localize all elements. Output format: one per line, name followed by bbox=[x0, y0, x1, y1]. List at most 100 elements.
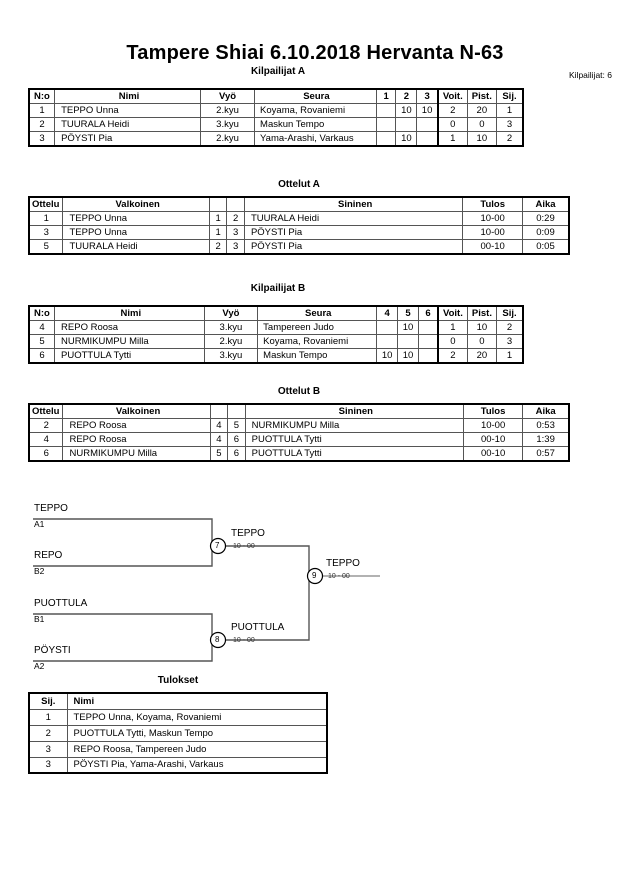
col-name: Nimi bbox=[54, 88, 201, 104]
col-rank: Sij. bbox=[495, 88, 524, 104]
cell-result: 00-10 bbox=[462, 432, 524, 447]
cell-no: 2 bbox=[28, 117, 56, 132]
bracket-node-label-8: 8 bbox=[215, 635, 220, 644]
matches-b-table: Ottelu Valkoinen Sininen Tulos Aika 2 RE… bbox=[28, 403, 570, 462]
cell-opp-3 bbox=[416, 131, 439, 147]
cell-rank: 2 bbox=[28, 724, 68, 742]
bracket-seed-name-1: TEPPO bbox=[34, 503, 68, 514]
cell-wins: 2 bbox=[436, 103, 468, 118]
cell-white-no: 5 bbox=[209, 446, 229, 462]
cell-time: 1:39 bbox=[522, 432, 570, 447]
bracket-score-9: 10 - 00 bbox=[328, 573, 350, 580]
cell-points: 0 bbox=[466, 334, 498, 349]
col-white: Valkoinen bbox=[62, 403, 211, 419]
table-row: 1 TEPPO Unna 1 2 TUURALA Heidi 10-00 0:2… bbox=[28, 211, 570, 226]
cell-white: NURMIKUMPU Milla bbox=[62, 446, 211, 462]
section-heading-pool-a: Kilpailijat A bbox=[250, 66, 306, 77]
cell-blue: PUOTTULA Tytti bbox=[244, 446, 464, 462]
cell-club: Maskun Tempo bbox=[254, 117, 377, 132]
cell-time: 0:57 bbox=[522, 446, 570, 462]
cell-blue-no: 5 bbox=[227, 418, 246, 433]
col-blue-no bbox=[227, 403, 246, 419]
cell-result: 10-00 bbox=[462, 418, 524, 433]
col-match-no: Ottelu bbox=[28, 403, 64, 419]
cell-wins: 2 bbox=[436, 348, 468, 364]
cell-opp-5: 10 bbox=[397, 320, 419, 335]
pool-a-table: N:o Nimi Vyö Seura 1 2 3 Voit. Pist. Sij… bbox=[28, 88, 524, 147]
cell-name: PUOTTULA Tytti bbox=[54, 348, 205, 364]
bracket-score-8: 10 - 00 bbox=[233, 637, 255, 644]
cell-points: 10 bbox=[466, 320, 498, 335]
cell-club: Koyama, Rovaniemi bbox=[254, 103, 377, 118]
cell-club: Tampereen Judo bbox=[257, 320, 378, 335]
section-heading-results: Tulokset bbox=[157, 675, 199, 686]
cell-result: 00-10 bbox=[462, 239, 524, 255]
cell-result: 10-00 bbox=[462, 211, 524, 226]
col-opp-1: 1 bbox=[375, 88, 397, 104]
cell-opp-6 bbox=[417, 334, 439, 349]
col-opp-5: 5 bbox=[397, 305, 419, 321]
bracket-seed-name-2: REPO bbox=[34, 550, 63, 561]
cell-no: 5 bbox=[28, 334, 56, 349]
bracket-seed-code-4: A2 bbox=[34, 661, 45, 671]
cell-no: 1 bbox=[28, 103, 56, 118]
cell-opp-5: 10 bbox=[397, 348, 419, 364]
cell-rank: 1 bbox=[496, 348, 524, 364]
bracket-lines bbox=[33, 518, 380, 662]
cell-belt: 2.kyu bbox=[203, 334, 259, 349]
cell-name: TEPPO Unna bbox=[54, 103, 201, 118]
cell-points: 0 bbox=[466, 117, 497, 132]
col-opp-4: 4 bbox=[376, 305, 399, 321]
cell-match-no: 1 bbox=[28, 211, 64, 226]
table-row: 3 REPO Roosa, Tampereen Judo bbox=[28, 740, 328, 758]
cell-opp-5 bbox=[397, 334, 419, 349]
table-row: 4 REPO Roosa 4 6 PUOTTULA Tytti 00-10 1:… bbox=[28, 432, 570, 447]
table-header-row: Ottelu Valkoinen Sininen Tulos Aika bbox=[28, 403, 570, 419]
cell-no: 3 bbox=[28, 131, 56, 147]
cell-white: TEPPO Unna bbox=[62, 225, 210, 240]
cell-result: 10-00 bbox=[462, 225, 524, 240]
cell-wins: 1 bbox=[436, 131, 468, 147]
cell-white-no: 4 bbox=[209, 418, 229, 433]
cell-blue-no: 6 bbox=[227, 432, 246, 447]
table-row: 2 PUOTTULA Tytti, Maskun Tempo bbox=[28, 724, 328, 742]
cell-white: TEPPO Unna bbox=[62, 211, 210, 226]
col-blue: Sininen bbox=[243, 196, 464, 212]
cell-match-no: 3 bbox=[28, 225, 64, 240]
cell-opp-1 bbox=[375, 131, 397, 147]
col-time: Aika bbox=[522, 196, 570, 212]
cell-name: REPO Roosa, Tampereen Judo bbox=[66, 740, 328, 758]
cell-blue-no: 6 bbox=[227, 446, 246, 462]
cell-blue-no: 3 bbox=[226, 239, 245, 255]
col-time: Aika bbox=[522, 403, 570, 419]
bracket-seed-code-2: B2 bbox=[34, 566, 45, 576]
cell-blue: PUOTTULA Tytti bbox=[244, 432, 464, 447]
cell-opp-6 bbox=[417, 320, 439, 335]
bracket-seed-code-1: A1 bbox=[34, 519, 45, 529]
cell-rank: 2 bbox=[495, 131, 524, 147]
cell-rank: 2 bbox=[496, 320, 524, 335]
cell-white-no: 1 bbox=[208, 211, 228, 226]
cell-opp-2: 10 bbox=[395, 103, 418, 118]
cell-name: PÖYSTI Pia, Yama-Arashi, Varkaus bbox=[66, 756, 328, 774]
cell-time: 0:09 bbox=[522, 225, 570, 240]
cell-points: 20 bbox=[466, 103, 497, 118]
table-row: 6 PUOTTULA Tytti 3.kyu Maskun Tempo 10 1… bbox=[28, 348, 524, 364]
cell-opp-1 bbox=[375, 117, 397, 132]
bracket-winner-7: TEPPO bbox=[231, 528, 265, 539]
col-belt: Vyö bbox=[199, 88, 256, 104]
col-opp-3: 3 bbox=[416, 88, 439, 104]
table-row: 2 TUURALA Heidi 3.kyu Maskun Tempo 0 0 3 bbox=[28, 117, 524, 132]
bracket-seed-name-3: PUOTTULA bbox=[34, 598, 88, 609]
bracket-winner-8: PUOTTULA bbox=[231, 622, 285, 633]
col-points: Pist. bbox=[466, 88, 497, 104]
table-row: 3 TEPPO Unna 1 3 PÖYSTI Pia 10-00 0:09 bbox=[28, 225, 570, 240]
col-no: N:o bbox=[28, 305, 56, 321]
table-row: 5 TUURALA Heidi 2 3 PÖYSTI Pia 00-10 0:0… bbox=[28, 239, 570, 255]
bracket-node-label-7: 7 bbox=[215, 541, 220, 550]
page-title: Tampere Shiai 6.10.2018 Hervanta N-63 bbox=[126, 42, 504, 64]
results-table: Sij. Nimi 1 TEPPO Unna, Koyama, Rovaniem… bbox=[28, 692, 328, 774]
col-match-no: Ottelu bbox=[28, 196, 64, 212]
table-row: 2 REPO Roosa 4 5 NURMIKUMPU Milla 10-00 … bbox=[28, 418, 570, 433]
table-header-row: N:o Nimi Vyö Seura 4 5 6 Voit. Pist. Sij… bbox=[28, 305, 524, 321]
